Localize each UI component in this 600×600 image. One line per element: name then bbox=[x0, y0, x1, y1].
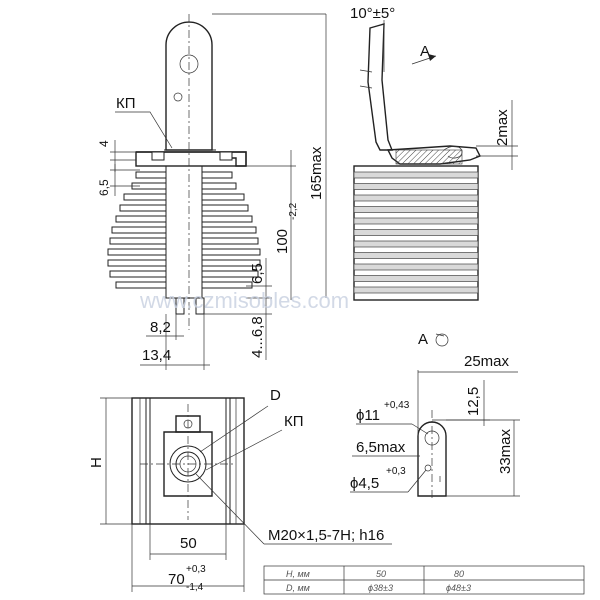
table-cell: ϕ38±3 bbox=[368, 583, 393, 593]
side-view: A 10°±5° 2max bbox=[350, 5, 518, 301]
dim-8-2: 8,2 bbox=[150, 319, 171, 336]
dim-165max: 165max bbox=[308, 146, 325, 200]
view-a-label: A bbox=[420, 43, 430, 60]
fin-right bbox=[201, 182, 237, 190]
fin-left bbox=[109, 237, 167, 245]
dim-70-tol-dn: -1,4 bbox=[186, 582, 204, 593]
dim-100: 100 bbox=[274, 229, 291, 254]
dim-70-tol-up: +0,3 bbox=[186, 564, 206, 575]
fin-left bbox=[107, 259, 167, 267]
dim-2max: 2max bbox=[494, 109, 511, 146]
fin-left bbox=[111, 226, 167, 234]
view-a-ref-label: A bbox=[418, 331, 428, 348]
kp-bottom-label: КП bbox=[284, 413, 304, 430]
fin-left bbox=[109, 270, 167, 278]
dim-phi4-5-tol: +0,3 bbox=[386, 466, 406, 477]
side-fin bbox=[353, 275, 479, 282]
fin-left bbox=[115, 215, 167, 223]
fin-left bbox=[115, 281, 167, 289]
dim-6-5-right: 6,5 bbox=[249, 263, 266, 284]
d-label: D bbox=[270, 387, 281, 404]
side-fin bbox=[353, 194, 479, 202]
front-view: КП 4 6,5 165max 100 -2,2 6,5 4...6,8 8,2 bbox=[97, 13, 327, 370]
fin-right bbox=[201, 259, 261, 267]
side-fin bbox=[353, 206, 479, 213]
fins-right bbox=[201, 171, 261, 289]
fin-right bbox=[201, 248, 261, 256]
dim-6-5max: 6,5max bbox=[356, 439, 406, 456]
thread-label: M20×1,5-7H; h16 bbox=[268, 527, 384, 544]
fin-left bbox=[135, 171, 167, 179]
table-head-d: D, мм bbox=[286, 583, 310, 593]
watermark: www.czmisobles.com bbox=[139, 288, 349, 313]
angle-label: 10°±5° bbox=[350, 5, 395, 22]
dim-12-5: 12,5 bbox=[465, 387, 482, 416]
dim-phi11: ϕ11 bbox=[356, 407, 380, 424]
side-fin bbox=[353, 263, 479, 271]
view-a-detail: A 25max 12,5 ϕ11 +0,43 6,5max 33max ϕ4,5… bbox=[350, 331, 520, 500]
table-cell: ϕ48±3 bbox=[446, 583, 471, 593]
dim-100-tol: -2,2 bbox=[288, 202, 299, 220]
side-fin bbox=[353, 252, 479, 259]
top-view: D КП M20×1,5-7H; h16 H 50 70 +0,3 -1,4 bbox=[88, 387, 392, 593]
kp-top-label: КП bbox=[116, 95, 136, 112]
table-head-h: H, мм bbox=[286, 569, 310, 579]
fin-left bbox=[107, 248, 167, 256]
dim-6-5-left: 6,5 bbox=[97, 179, 111, 196]
fin-left bbox=[123, 193, 167, 201]
fin-right bbox=[201, 204, 249, 212]
dim-25max: 25max bbox=[464, 353, 510, 370]
side-view-fins bbox=[353, 171, 479, 294]
side-fin bbox=[353, 217, 479, 225]
side-fin bbox=[353, 229, 479, 236]
lug-small-hole bbox=[173, 92, 183, 102]
fin-right bbox=[201, 171, 233, 179]
fins-left bbox=[107, 171, 167, 289]
side-fin bbox=[353, 240, 479, 248]
dim-phi4-5: ϕ4,5 bbox=[350, 475, 379, 492]
side-fin bbox=[353, 171, 479, 179]
fin-right bbox=[201, 281, 253, 289]
table-cell: 50 bbox=[376, 569, 386, 579]
fin-right bbox=[201, 226, 257, 234]
dim-70: 70 bbox=[168, 571, 185, 588]
size-table: H, мм D, мм 50 80 ϕ38±3 ϕ48±3 bbox=[263, 565, 585, 595]
dim-4: 4 bbox=[97, 140, 111, 147]
table-cell: 80 bbox=[454, 569, 464, 579]
fin-right bbox=[201, 215, 253, 223]
view-a-big-hole bbox=[424, 430, 440, 446]
dim-13-4: 13,4 bbox=[142, 347, 171, 364]
dim-H: H bbox=[88, 457, 105, 468]
view-a-small-hole bbox=[424, 464, 432, 472]
fin-right bbox=[201, 193, 245, 201]
dim-4-6-8: 4...6,8 bbox=[249, 316, 266, 358]
dim-33max: 33max bbox=[497, 428, 514, 474]
fin-left bbox=[119, 204, 167, 212]
dim-phi11-tol: +0,43 bbox=[384, 400, 410, 411]
fin-right bbox=[201, 270, 259, 278]
side-fin bbox=[353, 183, 479, 190]
dim-50: 50 bbox=[180, 535, 197, 552]
fin-right bbox=[201, 237, 259, 245]
side-fin bbox=[353, 286, 479, 294]
